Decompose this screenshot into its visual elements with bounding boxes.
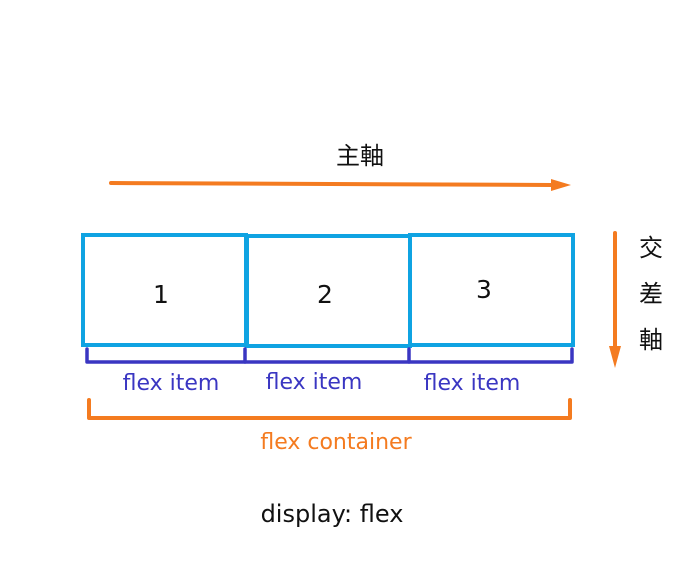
- main-axis-label: 主軸: [336, 142, 384, 170]
- flex-item-label-1: flex item: [123, 371, 220, 396]
- cross-axis-arrow-head: [609, 346, 621, 368]
- flex-container-label: flex container: [260, 430, 412, 455]
- cross-axis-label-char-2: 差: [639, 280, 663, 308]
- main-axis-arrow-head: [551, 179, 571, 191]
- flex-item-bracket-2: [243, 347, 411, 364]
- flex-item-brackets: [85, 347, 574, 364]
- flex-item-bracket-1: [85, 347, 247, 364]
- flex-item-number-1: 1: [153, 280, 169, 309]
- flex-container-bracket: [87, 398, 572, 420]
- flex-item-label-2: flex item: [266, 370, 363, 395]
- caption-display-flex: display: flex: [261, 500, 404, 528]
- cross-axis-label-char-3: 軸: [639, 326, 663, 354]
- flex-item-bracket-3: [407, 347, 574, 364]
- flex-item-number-2: 2: [317, 280, 333, 309]
- cross-axis-label-char-1: 交: [639, 234, 663, 262]
- main-axis-arrow-shaft: [109, 181, 554, 187]
- cross-axis-arrow: [609, 231, 621, 368]
- flex-item-number-3: 3: [476, 275, 492, 304]
- flex-item-label-3: flex item: [424, 371, 521, 396]
- main-axis-arrow: [109, 179, 571, 191]
- flex-item-box-3: [408, 233, 575, 347]
